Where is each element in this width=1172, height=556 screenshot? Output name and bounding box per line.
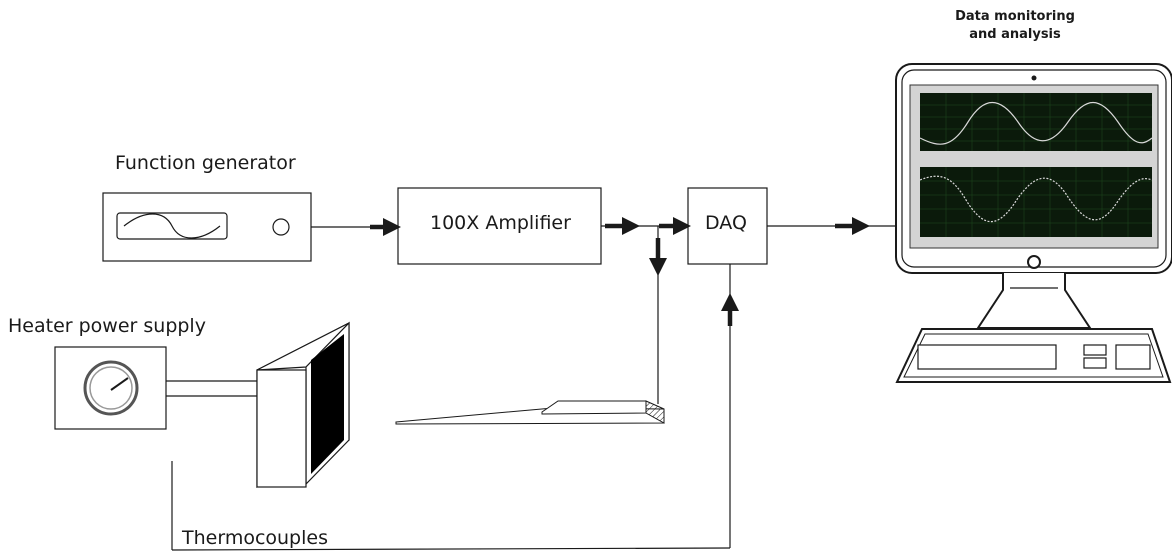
amplifier-box [397,187,602,265]
generator-knob [272,218,290,236]
computer [895,63,1172,383]
data-monitoring-label-line1: Data monitoring [955,9,1075,24]
daq-label: DAQ [705,212,747,234]
cantilever-sample [395,400,665,425]
keyboard-main-keys [917,344,1057,370]
heater-power-supply [54,346,167,430]
gauge-needle [110,377,129,391]
heater-block [256,321,350,488]
daq-box [687,187,768,265]
thermocouples-label: Thermocouples [182,527,328,549]
power-button-icon [1027,255,1041,269]
sine-trace-top [919,102,1153,145]
monitor-stand [976,273,1092,329]
sine-trace-bottom [919,175,1153,223]
webcam-icon [1031,75,1037,81]
amplifier-label: 100X Amplifier [430,212,571,234]
data-monitoring-label-line2: and analysis [969,27,1061,42]
heater-power-supply-label: Heater power supply [8,315,206,337]
data-monitoring-label: Data monitoring and analysis [940,8,1090,44]
signal-arrows [370,217,870,326]
plot-panel-bottom [920,167,1152,237]
function-generator-label: Function generator [115,152,296,174]
monitor [895,63,1172,274]
heater-face [311,334,344,474]
heater-leads [166,380,257,397]
sine-wave-icon [123,213,221,239]
keyboard [895,328,1172,383]
keyboard-numpad [1115,344,1151,370]
plot-panel-top [920,93,1152,151]
function-generator [102,192,312,262]
